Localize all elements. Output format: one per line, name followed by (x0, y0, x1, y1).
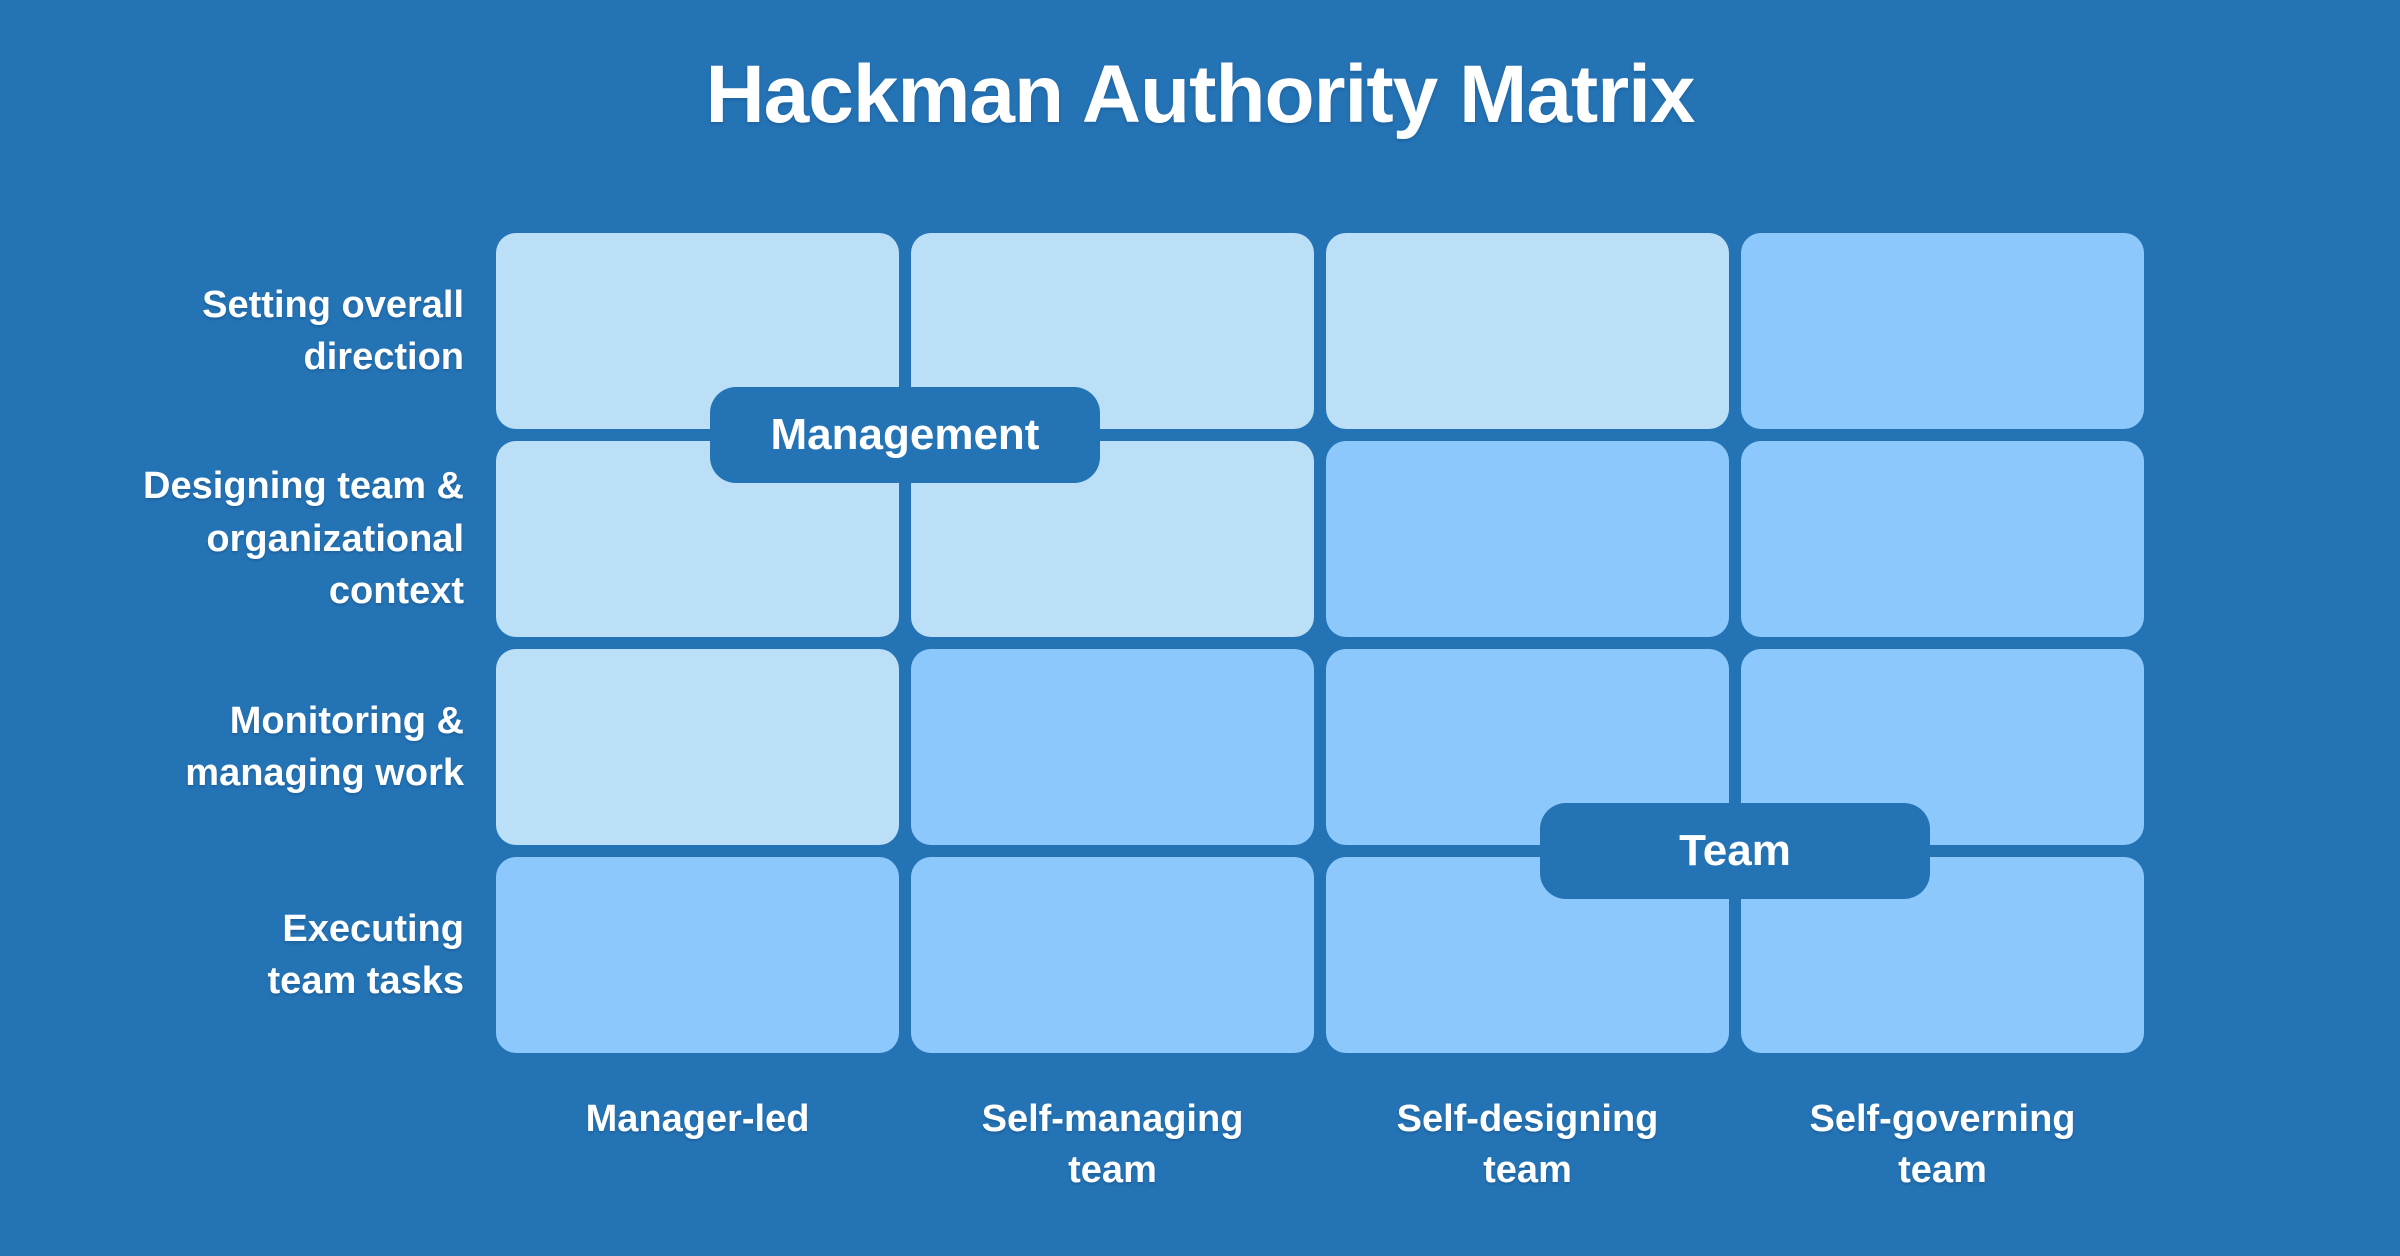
management-badge-label: Management (770, 410, 1040, 459)
matrix-cell-r4c1 (496, 857, 899, 1053)
row-label-4: Executing team tasks (267, 907, 464, 1002)
matrix-cell-r3c2 (911, 649, 1314, 845)
column-label-4: Self-governing team (1809, 1098, 2076, 1192)
matrix-cell-r1c4 (1741, 233, 2144, 429)
team-badge: Team (1540, 803, 1930, 899)
matrix-cell-r2c4 (1741, 441, 2144, 637)
column-label-2: Self-managing team (981, 1098, 1244, 1192)
matrix-cell-r4c2 (911, 857, 1314, 1053)
row-label-1: Setting overall direction (202, 283, 464, 378)
matrix-cell-r1c3 (1326, 233, 1729, 429)
column-label-3: Self-designing team (1396, 1098, 1659, 1192)
row-label-2: Designing team & organizational context (143, 465, 464, 613)
column-label-1: Manager-led (585, 1098, 810, 1140)
team-badge-label: Team (1679, 826, 1791, 875)
authority-grid (496, 233, 2144, 1053)
matrix-cell-r2c3 (1326, 441, 1729, 637)
matrix-cell-r3c1 (496, 649, 899, 845)
page-title: Hackman Authority Matrix (705, 49, 1695, 140)
management-badge: Management (710, 387, 1100, 483)
row-label-3: Monitoring & managing work (185, 699, 464, 794)
